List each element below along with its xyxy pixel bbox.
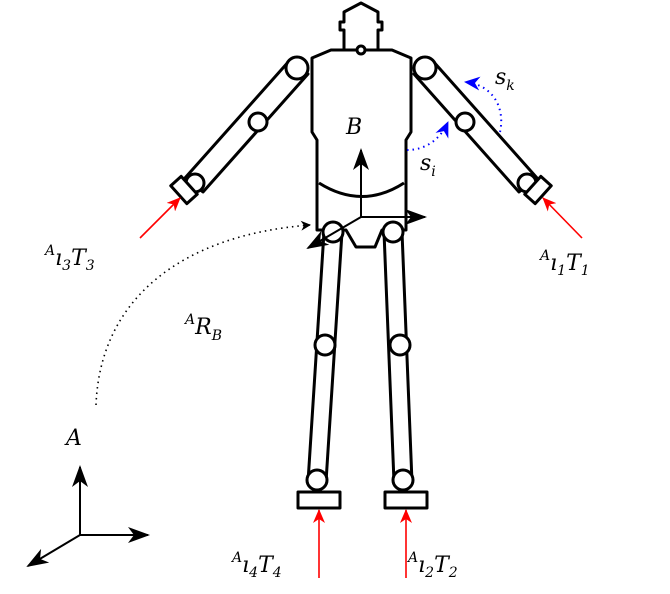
torque-label-t1: Aı1T1	[538, 248, 590, 279]
torque-label-t3: Aı3T3	[43, 243, 95, 274]
force-arrow-t1	[542, 197, 583, 239]
force-arrows	[139, 197, 583, 578]
force-arrow-t3	[139, 197, 181, 239]
world-frame-axes	[26, 465, 150, 568]
torque-label-t2: Aı2T2	[406, 550, 458, 581]
body-frame-axes	[306, 148, 427, 250]
robot-head	[338, 1, 384, 50]
right-arm	[412, 55, 553, 206]
right-leg	[381, 220, 429, 510]
sk-label: sk	[495, 65, 515, 94]
si-label: si	[420, 151, 436, 180]
body-frame-label: B	[345, 115, 362, 140]
left-arm	[169, 55, 310, 206]
rotation-path	[95, 220, 311, 406]
rotation-label: ARB	[183, 312, 222, 344]
joint-path-si	[406, 121, 449, 151]
joint-path-sk	[464, 76, 503, 133]
world-frame-label: A	[64, 426, 82, 451]
torque-label-t4: Aı4T4	[230, 550, 282, 581]
left-leg	[296, 220, 345, 510]
